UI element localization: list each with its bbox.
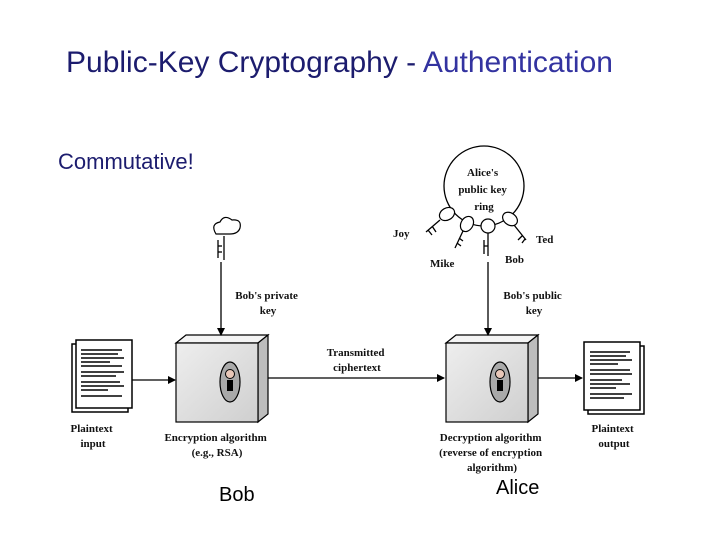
bob-private-key-label: Bob's private key (235, 290, 300, 317)
receiver-label: Alice (496, 477, 539, 499)
public-key-ring (425, 145, 527, 256)
lock-icon (219, 361, 241, 403)
decryption-label: Decryption algorithm (reverse of encrypt… (439, 432, 545, 474)
key-ring-label: Alice's public key ring (458, 167, 509, 213)
subtitle: Commutative! (58, 149, 194, 174)
private-key-icon (213, 216, 241, 260)
key-owner-joy: Joy (393, 228, 410, 240)
key-owner-bob: Bob (505, 254, 524, 266)
lock-icon (489, 361, 511, 403)
plaintext-output-document (583, 341, 645, 415)
slide-title: Public-Key Cryptography - Authentication (66, 46, 613, 80)
encryption-box (174, 333, 270, 424)
sender-label: Bob (219, 484, 255, 506)
plaintext-input-label: Plaintext input (71, 423, 116, 450)
transmitted-ciphertext-label: Transmitted ciphertext (327, 347, 388, 374)
bob-public-key-label: Bob's public key (503, 290, 564, 317)
key-icon (454, 215, 475, 249)
plaintext-input-document (71, 339, 133, 413)
key-icon (501, 211, 527, 244)
key-icon (425, 206, 456, 236)
key-owner-ted: Ted (536, 234, 553, 246)
title-main: Public-Key Cryptography - (66, 46, 423, 79)
title-accent: Authentication (422, 46, 613, 79)
key-owner-mike: Mike (430, 258, 455, 270)
decryption-box (444, 333, 540, 424)
flow-arrows (132, 262, 583, 384)
encryption-label: Encryption algorithm (e.g., RSA) (164, 432, 269, 459)
plaintext-output-label: Plaintext output (592, 423, 637, 450)
key-icon (480, 218, 496, 256)
